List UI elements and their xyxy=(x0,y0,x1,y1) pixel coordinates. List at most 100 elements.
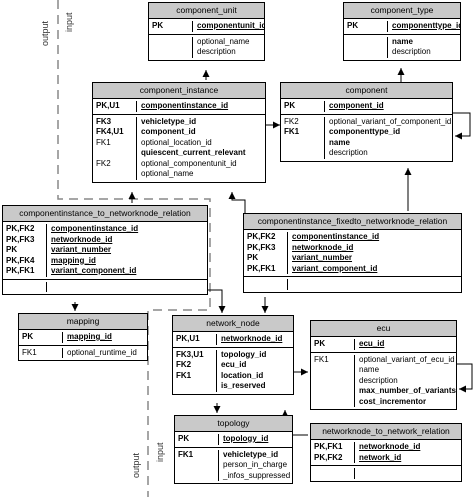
link-citonn-to-networknode xyxy=(208,289,226,313)
key-label: PK,U1 xyxy=(96,101,120,110)
field: optional_variant_of_component_id xyxy=(329,116,452,126)
entity-componentinstance-fixedto-networknode-relation[interactable]: componentinstance_fixedto_networknode_re… xyxy=(243,213,462,293)
attribute-section xyxy=(244,277,461,292)
key-label: FK3,U1 xyxy=(176,349,204,359)
key-column: PK,U1 xyxy=(93,101,136,112)
field: optional_componentunit_id xyxy=(141,158,237,168)
zone-label-input-bottom: input xyxy=(155,442,165,462)
empty-row xyxy=(6,282,46,293)
key-label: PK xyxy=(22,332,34,341)
key-label: PK,FK1 xyxy=(247,263,276,273)
key-label: FK1 xyxy=(96,137,111,147)
key-column xyxy=(244,279,287,290)
entity-title: ecu xyxy=(311,321,456,337)
field: vehicletype_id xyxy=(223,449,279,459)
entity-componentinstance-to-networknode-relation[interactable]: componentinstance_to_networknode_relatio… xyxy=(2,205,208,295)
entity-title: mapping xyxy=(19,314,147,330)
empty-row xyxy=(314,468,354,479)
key-label: PK xyxy=(6,245,18,254)
primary-key-section: PK componenttype_id xyxy=(344,19,460,35)
primary-key-field: topology_id xyxy=(223,434,269,443)
primary-key-field: componentinstance_id xyxy=(292,232,380,241)
primary-key-field: networknode_id xyxy=(51,234,113,244)
empty-row xyxy=(292,279,461,290)
attribute-section xyxy=(311,466,461,481)
key-label xyxy=(96,169,136,180)
zone-label-output-top: output xyxy=(40,20,50,46)
key-column xyxy=(311,468,354,479)
key-label xyxy=(314,397,354,408)
key-label: FK4,U1 xyxy=(96,127,124,136)
field: description xyxy=(359,375,398,385)
field: optional_runtime_id xyxy=(67,347,137,357)
primary-key-section: PK topology_id xyxy=(175,432,292,448)
key-column xyxy=(149,37,192,58)
key-column: PK xyxy=(19,332,62,343)
key-label: PK,FK4 xyxy=(6,255,35,265)
key-label xyxy=(178,460,218,471)
primary-key-section: PK,U1 componentinstance_id xyxy=(93,99,265,115)
primary-key-field: componentinstance_id xyxy=(51,224,139,233)
primary-key-field: componentinstance_id xyxy=(141,101,229,110)
key-label xyxy=(284,138,324,149)
field: name xyxy=(392,36,413,46)
key-column: PK xyxy=(175,434,218,445)
key-label xyxy=(176,381,216,392)
field: max_number_of_variants xyxy=(359,386,456,395)
boundary-line xyxy=(57,0,211,497)
field: name xyxy=(329,137,350,147)
key-column: PK xyxy=(149,21,192,32)
key-label: FK1 xyxy=(178,449,194,459)
primary-key-field: componentunit_id xyxy=(197,21,264,30)
key-column: FK1 xyxy=(19,348,62,359)
key-label: PK,FK2 xyxy=(314,452,343,462)
key-label: PK xyxy=(314,339,326,348)
key-label: PK xyxy=(247,253,259,262)
key-label xyxy=(178,471,218,482)
field-column: componentunit_id xyxy=(192,21,264,32)
key-label: PK,FK2 xyxy=(6,224,35,233)
key-label: PK,FK3 xyxy=(247,242,276,252)
key-column: PK xyxy=(344,21,387,32)
field: description xyxy=(392,47,431,56)
primary-key-field: componenttype_id xyxy=(392,21,460,30)
primary-key-field: mapping_id xyxy=(51,255,96,265)
key-label: PK,U1 xyxy=(176,334,200,343)
field: optional_name xyxy=(141,169,194,178)
key-label xyxy=(347,47,387,58)
field: topology_id xyxy=(221,349,267,359)
link-ecu-self xyxy=(457,363,473,393)
entity-title: topology xyxy=(175,416,292,432)
entity-title: componentinstance_to_networknode_relatio… xyxy=(3,206,207,222)
key-label: FK1 xyxy=(176,370,192,380)
key-column: FK1 xyxy=(311,355,354,408)
key-label: FK2 xyxy=(284,116,299,126)
key-column: FK1 xyxy=(175,450,218,482)
attribute-section xyxy=(3,280,207,295)
zone-label-output-bottom: output xyxy=(131,452,141,478)
field: cost_incrementor xyxy=(359,396,427,406)
